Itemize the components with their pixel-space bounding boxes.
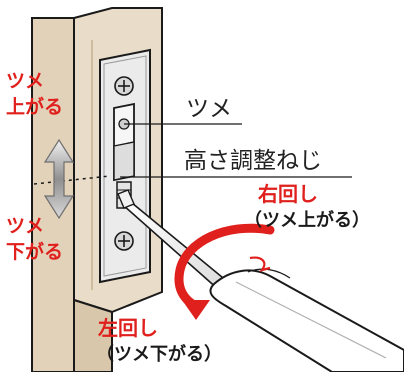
label-left-turn-effect: （ツメ下がる）	[96, 344, 222, 365]
screwdriver	[117, 189, 404, 373]
up-down-arrow-icon	[43, 138, 75, 220]
label-tab-down-line2: 下がる	[6, 241, 64, 263]
label-tab-up-line1: ツメ	[6, 70, 45, 92]
strike-plate	[99, 48, 151, 284]
screwdriver-handle	[209, 269, 404, 373]
screwdriver-tip	[117, 189, 135, 209]
callout-label-tab: ツメ	[186, 96, 232, 122]
label-right-turn-effect: （ツメ上がる）	[244, 210, 370, 231]
bottom-screw-icon	[114, 231, 134, 251]
latch-tab	[113, 102, 135, 182]
top-screw-icon	[114, 76, 134, 96]
callout-label-screw: 高さ調整ねじ	[184, 148, 322, 174]
reference-dashed-line	[33, 175, 111, 185]
clockwise-hint-icon	[249, 256, 271, 272]
label-tab-down-line1: ツメ	[6, 215, 45, 237]
label-tab-up-line2: 上がる	[6, 96, 64, 118]
strike-plate-inner-edge	[103, 55, 147, 277]
label-left-turn: 左回し	[98, 316, 158, 340]
rotation-arrow-icon	[174, 223, 275, 320]
label-right-turn: 右回し	[258, 182, 318, 206]
